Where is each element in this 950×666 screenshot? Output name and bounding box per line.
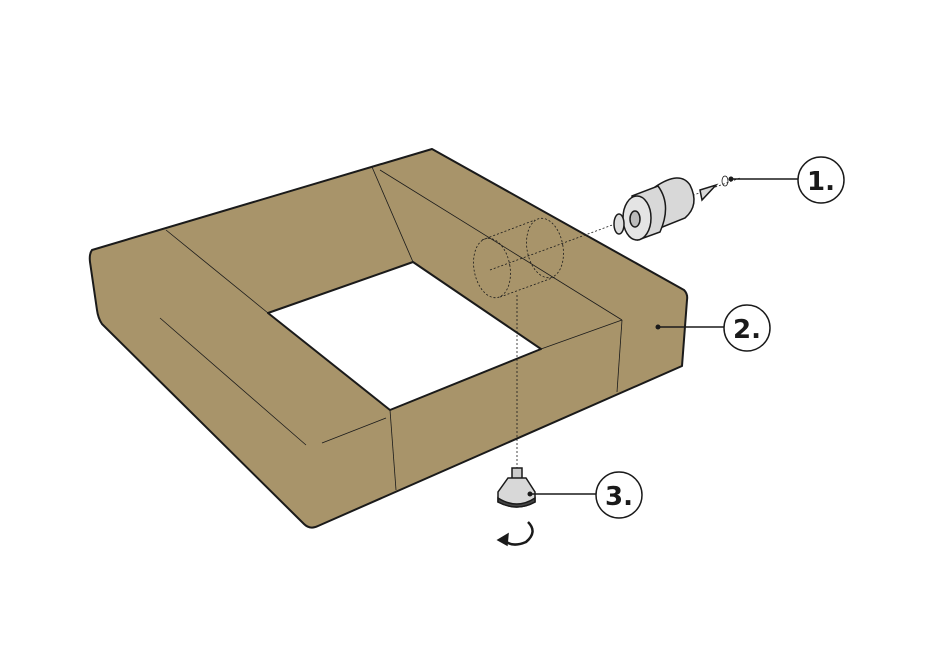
callout-3: 3. xyxy=(527,471,643,519)
callout-1: 1. xyxy=(728,156,845,204)
callout-1-label: 1. xyxy=(807,167,835,197)
callout-2-label: 2. xyxy=(733,315,761,345)
callout-2: 2. xyxy=(655,304,771,352)
connector-part xyxy=(613,175,729,242)
foot-part xyxy=(496,467,536,547)
callout-3-label: 3. xyxy=(605,482,633,512)
frame xyxy=(88,148,689,529)
